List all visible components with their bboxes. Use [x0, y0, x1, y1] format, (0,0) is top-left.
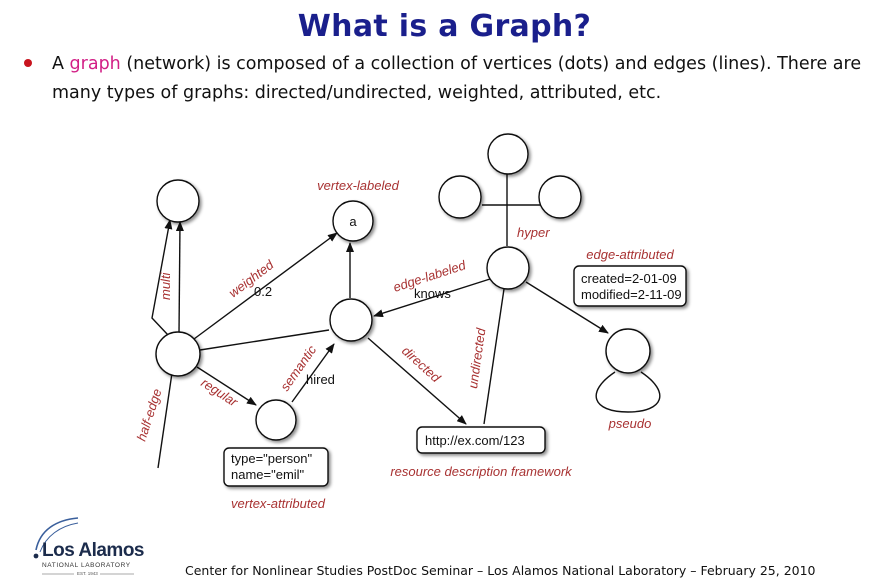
vertex-attributed-label: vertex-attributed [231, 496, 326, 511]
vertex-hyper-top [487, 133, 529, 175]
footer-text: Center for Nonlinear Studies PostDoc Sem… [185, 563, 816, 578]
bullet-text-pre: A [52, 54, 70, 74]
vertex-hyper-center [486, 246, 530, 290]
vertex-a [332, 200, 374, 242]
vertex-label-a: a [349, 214, 357, 229]
graph-edges [151, 172, 661, 469]
vertex-regular [255, 399, 297, 441]
edge-weighted [193, 232, 338, 340]
weight-value-label: 0.2 [254, 284, 272, 299]
bullet-text-post: (network) is composed of a collection of… [52, 54, 862, 103]
vertex-hyper-left [438, 175, 482, 219]
uri-text: http://ex.com/123 [425, 433, 525, 448]
edge-regular [196, 366, 257, 406]
vertex-labeled-label: vertex-labeled [317, 178, 399, 193]
knows-label: knows [414, 286, 451, 301]
edge-attribute-box [573, 265, 687, 307]
edge-knows [373, 278, 491, 318]
edge-hired [291, 343, 335, 403]
undirected-label: undirected [465, 326, 488, 389]
hired-label: hired [306, 372, 335, 387]
edge-attributed-label: edge-attributed [586, 247, 674, 262]
half-edge-label: half-edge [134, 387, 165, 443]
vertex-hyper-right [538, 175, 582, 219]
pseudo-label: pseudo [608, 416, 652, 431]
vertex-multi [156, 179, 200, 223]
edge-half [157, 372, 173, 469]
bullet-highlight-graph: graph [69, 54, 121, 74]
bullet-dot-icon [24, 59, 32, 67]
vertex-attr-type: type="person" [231, 451, 313, 466]
vertex-semantic-hub [329, 298, 373, 342]
los-alamos-logo: Los Alamos NATIONAL LABORATORY EST. 1943 [22, 516, 152, 580]
edge-directed [367, 337, 467, 425]
vertex-attr-name: name="emil" [231, 467, 305, 482]
edge-multi-2 [175, 221, 184, 335]
logo-subtitle: NATIONAL LABORATORY [42, 562, 131, 569]
vertex-main [155, 331, 201, 377]
uri-box [416, 426, 546, 454]
rdf-label: resource description framework [390, 464, 573, 479]
logo-est: EST. 1943 [77, 571, 98, 576]
logo-name: Los Alamos [42, 540, 145, 561]
edge-undirected [483, 288, 505, 425]
bullet-text: A graph (network) is composed of a colle… [52, 50, 882, 108]
edge-plain [199, 329, 330, 351]
slide-title: What is a Graph? [297, 9, 592, 44]
vertex-attribute-box [223, 447, 329, 487]
edge-attr-modified: modified=2-11-09 [581, 287, 682, 302]
vertex-pseudo [605, 328, 651, 374]
regular-label: regular [198, 375, 241, 410]
bullet-point: A graph (network) is composed of a colle… [22, 50, 882, 108]
multi-label: multi [158, 271, 173, 300]
edge-attr-created: created=2-01-09 [581, 271, 677, 286]
hyper-label: hyper [517, 225, 550, 240]
edge-to-pseudo [525, 281, 609, 334]
edge-pseudo-loop [595, 371, 661, 413]
directed-label: directed [399, 343, 444, 386]
logo-swoosh-icon [33, 517, 134, 575]
edge-multi-1 [151, 219, 173, 336]
